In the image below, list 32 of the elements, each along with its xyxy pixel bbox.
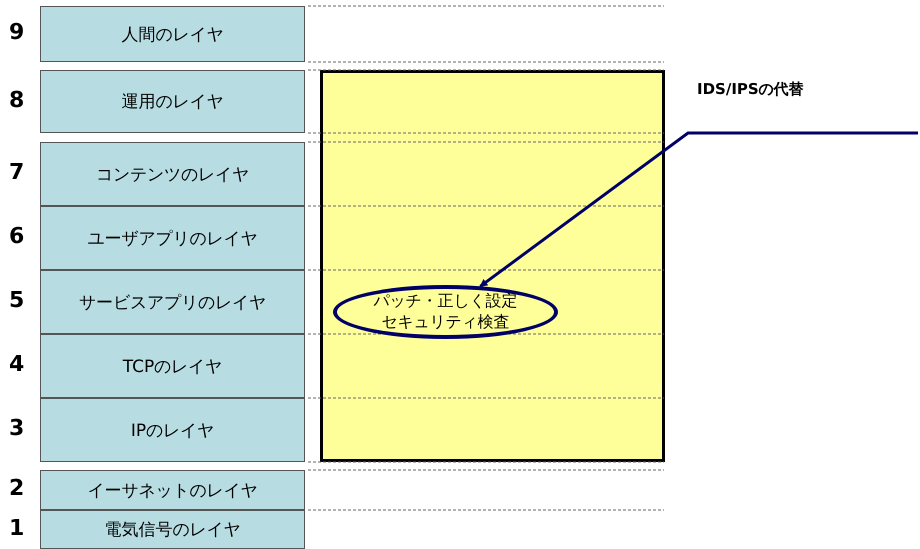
- layer-number: 9: [9, 20, 24, 45]
- layer-box: [40, 70, 305, 133]
- layer-number: 3: [9, 416, 24, 441]
- layer-name: ユーザアプリのレイヤ: [88, 228, 258, 250]
- layer-number: 2: [9, 476, 24, 501]
- arrow: [479, 132, 918, 288]
- layer-number: 7: [9, 160, 24, 185]
- layer-box: [40, 398, 305, 462]
- ellipse-text: パッチ・正しく設定: [374, 291, 518, 312]
- layer-number: 8: [9, 88, 24, 112]
- layer-number: 4: [9, 352, 24, 377]
- layer-name: IPのレイヤ: [130, 420, 214, 442]
- layer-name: 人間のレイヤ: [122, 24, 224, 46]
- layer-box: [40, 206, 305, 270]
- layer-box: [40, 334, 305, 398]
- layer-box: [40, 510, 305, 549]
- ellipse-text: セキュリティ検査: [382, 312, 510, 333]
- layer-box: [40, 470, 305, 510]
- layer-name: イーサネットのレイヤ: [88, 480, 258, 502]
- layer-name: コンテンツのレイヤ: [96, 164, 249, 186]
- layer-box: [40, 142, 305, 206]
- layer-number: 6: [9, 224, 24, 249]
- highlight-box: [320, 70, 665, 462]
- layer-box: [40, 6, 305, 62]
- layer-number: 5: [9, 288, 24, 313]
- layer-name: 運用のレイヤ: [122, 91, 224, 113]
- layer-box: [40, 270, 305, 334]
- edge-label: IDS/IPSの代替: [697, 80, 804, 99]
- layer-name: 電気信号のレイヤ: [104, 519, 240, 541]
- layer-number: 1: [9, 516, 24, 540]
- layer-name: サービスアプリのレイヤ: [79, 292, 266, 314]
- layer-name: TCPのレイヤ: [122, 356, 222, 378]
